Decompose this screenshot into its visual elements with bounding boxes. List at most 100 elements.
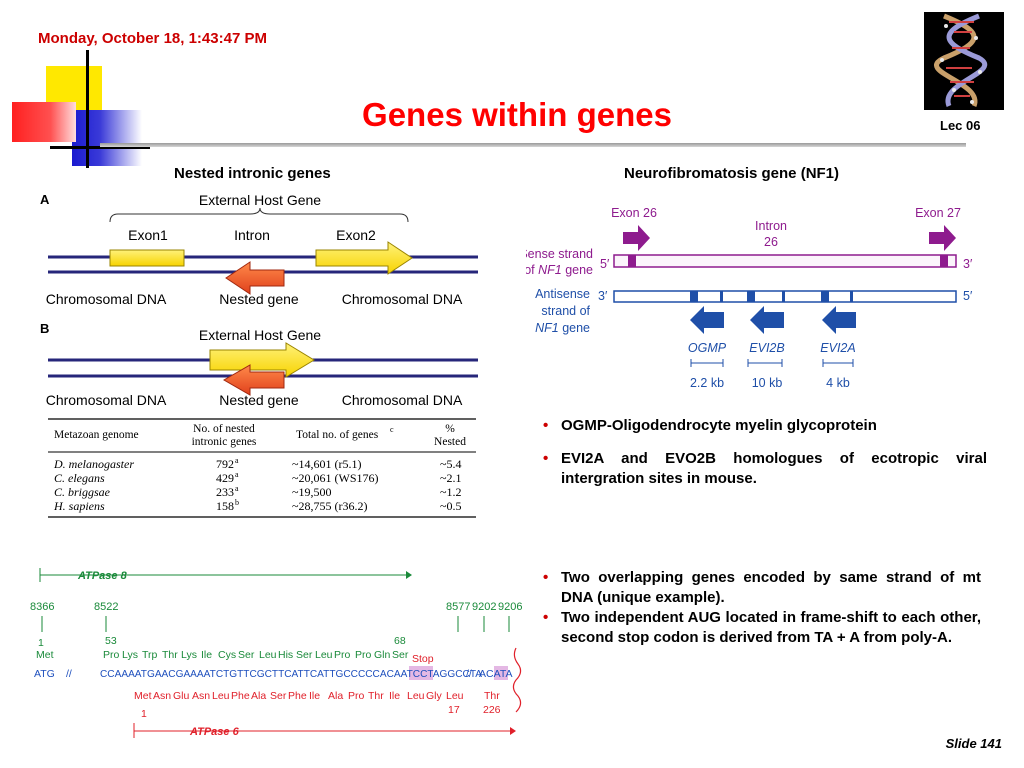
aa-bottom-2: Glu xyxy=(173,690,190,702)
aa-top-4: Lys xyxy=(181,649,197,661)
nf1-diagram: Exon 26 Exon 27 Intron 26 Sense strand o… xyxy=(526,206,973,390)
aa-bottom-0: Met xyxy=(134,690,152,702)
ogmp-size: 2.2 kb xyxy=(690,376,724,390)
panel-a-chrom-right: Chromosomal DNA xyxy=(342,291,463,307)
stop-label: Stop xyxy=(412,653,434,665)
nf1-exon27-label: Exon 27 xyxy=(915,206,961,220)
nf1-exon26-label: Exon 26 xyxy=(611,206,657,220)
table-header-genome: Metazoan genome xyxy=(54,429,139,441)
dna-sequence-end: GCCTA xyxy=(447,668,482,680)
sense-exon26-block xyxy=(628,255,636,267)
panel-a-nested-label: Nested gene xyxy=(219,291,299,307)
table-cell-pct: ~2.1 xyxy=(440,471,462,485)
aa-top-6: Cys xyxy=(218,649,236,661)
logo-decoration xyxy=(12,50,150,170)
aa-bottom-6: Ala xyxy=(251,690,266,702)
table-cell-total: ~19,500 xyxy=(292,485,332,499)
table-cell-pct: ~1.2 xyxy=(440,485,462,499)
num-1: 1 xyxy=(38,637,44,649)
sense-3prime: 3′ xyxy=(963,257,973,271)
aa-top-7: Ser xyxy=(238,649,255,661)
antisense-label-2: strand of xyxy=(541,304,590,318)
dna-acata-1: ACA xyxy=(479,668,501,680)
table-cell-pct: ~5.4 xyxy=(440,457,462,471)
table-cell-total: ~14,601 (r5.1) xyxy=(292,457,361,471)
table-row: H. sapiens 158 b ~28,755 (r36.2) ~0.5 xyxy=(53,498,462,513)
svg-text:NF1 gene: NF1 gene xyxy=(535,321,590,335)
table-cell-genome: H. sapiens xyxy=(53,499,105,513)
table-row: C. elegans 429 a ~20,061 (WS176) ~2.1 xyxy=(54,470,462,485)
pos-9202: 9202 xyxy=(472,601,496,613)
evi2b-label: EVI2B xyxy=(749,341,784,355)
nf1-bullets: OGMP-Oligodendrocyte myelin glycoprotein… xyxy=(543,416,987,489)
exon26-arrow xyxy=(623,225,650,251)
evi2b-arrow xyxy=(750,306,784,334)
panel-a-chrom-left: Chromosomal DNA xyxy=(46,291,167,307)
num-68: 68 xyxy=(394,635,406,647)
table-cell-pct: ~0.5 xyxy=(440,499,462,513)
aa-bottom-10: Ala xyxy=(328,690,343,702)
dna-sequence-main: CCAAAATGAACGAAAATCTGTTCGCTTCATTCATTGCCCC… xyxy=(100,668,428,680)
aa-top-1: Lys xyxy=(122,649,138,661)
panel-a-exon1-label: Exon1 xyxy=(128,227,168,243)
table-cell-total: ~20,061 (WS176) xyxy=(292,471,378,485)
aa-top-10: Ser xyxy=(296,649,313,661)
panel-a-letter: A xyxy=(40,192,50,207)
table-cell-genome: C. elegans xyxy=(54,471,105,485)
sense-strand-of: of xyxy=(526,263,538,277)
exon27-arrow xyxy=(929,225,956,251)
panel-a-exon2-label: Exon2 xyxy=(336,227,376,243)
aa-bottom-15: Gly xyxy=(426,690,443,702)
antisense-nf1: NF1 xyxy=(535,321,559,335)
table-cell-nested-sup: a xyxy=(235,484,239,493)
nf1-intron-label-1: Intron xyxy=(755,219,787,233)
aa-bottom-7: Ser xyxy=(270,690,287,702)
antisense-label-1: Antisense xyxy=(535,287,590,301)
atg-label: ATG xyxy=(34,668,55,680)
sense-strand-gene: gene xyxy=(562,263,593,277)
slide-number: Slide 141 xyxy=(945,736,1002,751)
aa-bottom-16: Leu xyxy=(446,690,464,702)
sense-strand-nf1: NF1 xyxy=(538,263,562,277)
table-cell-nested: 792 xyxy=(216,457,234,471)
table-cell-nested: 233 xyxy=(216,485,234,499)
table-header-nested-2: intronic genes xyxy=(192,436,257,448)
evi2a-label: EVI2A xyxy=(820,341,855,355)
aa-top-12: Pro xyxy=(334,649,351,661)
svg-text://: // xyxy=(66,668,72,680)
table-cell-nested-sup: a xyxy=(235,470,239,479)
svg-text:ACATA: ACATA xyxy=(479,668,512,680)
aa-top-5: Ile xyxy=(201,649,212,661)
title-divider xyxy=(100,143,966,147)
slide-datetime: Monday, October 18, 1:43:47 PM xyxy=(38,30,267,47)
aa-bottom-11: Pro xyxy=(348,690,365,702)
aa-bottom-14: Leu xyxy=(407,690,425,702)
svg-text://: // xyxy=(466,668,472,680)
svg-text:CCAAAATGAACGAAAATCTGTTCGCTTCAT: CCAAAATGAACGAAAATCTGTTCGCTTCATTCATTGCCCC… xyxy=(100,668,482,680)
num-bottom-1: 1 xyxy=(141,708,147,720)
list-item: OGMP-Oligodendrocyte myelin glycoprotein xyxy=(543,416,987,436)
table-row: D. melanogaster 792 a ~14,601 (r5.1) ~5.… xyxy=(53,456,462,471)
table-header-pct-2: Nested xyxy=(434,436,466,448)
num-53: 53 xyxy=(105,635,117,647)
table-header-nested-1: No. of nested xyxy=(193,423,255,435)
panel-b-nested-label: Nested gene xyxy=(219,392,299,408)
ogmp-label: OGMP xyxy=(688,341,727,355)
evi2a-arrow xyxy=(822,306,856,334)
sense-strand-bar xyxy=(613,254,957,268)
panel-a-exon2-arrow xyxy=(315,241,413,275)
aa-top-14: Gln xyxy=(374,649,391,661)
nested-genes-heading: Nested intronic genes xyxy=(174,165,331,182)
panel-a-intron-label: Intron xyxy=(234,227,270,243)
aa-bottom-13: Ile xyxy=(389,690,400,702)
nf1-heading: Neurofibromatosis gene (NF1) xyxy=(624,165,840,182)
nested-gene-diagram: A External Host Gene Exon1 Intron Exon2 … xyxy=(40,192,478,408)
panel-a-host-label: External Host Gene xyxy=(199,192,321,208)
table-header-total: Total no. of genes xyxy=(296,429,379,441)
antisense-5prime: 5′ xyxy=(963,289,973,303)
table-cell-nested-sup: a xyxy=(235,456,239,465)
sense-exon27-block xyxy=(940,255,948,267)
slide-title: Genes within genes xyxy=(362,96,672,133)
panel-a-nested-arrow xyxy=(225,261,285,295)
aa-bottom-12: Thr xyxy=(368,690,384,702)
